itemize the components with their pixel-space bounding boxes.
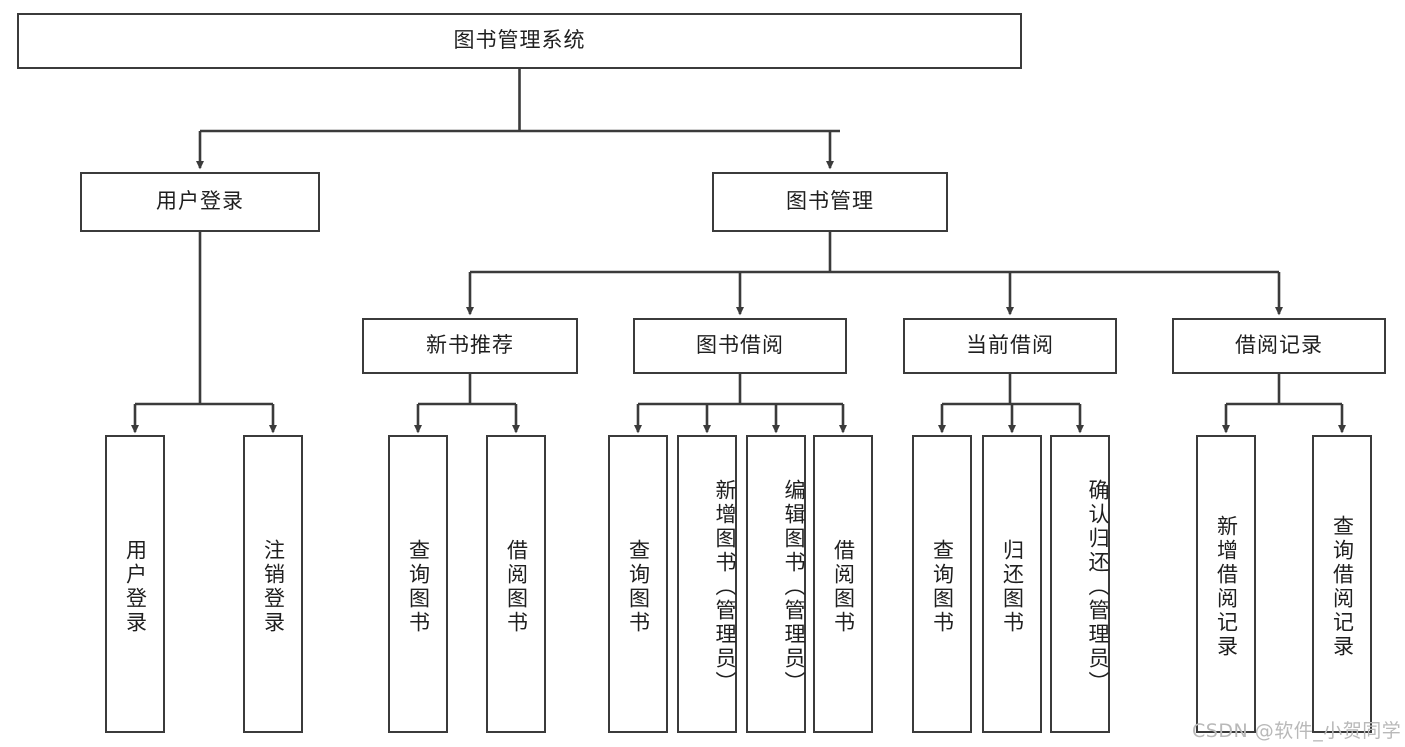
leaf-label: 确认归还（管理员） bbox=[1086, 479, 1110, 695]
leaf-label: 查询图书 bbox=[406, 539, 431, 635]
leaf-label: 用户登录 bbox=[123, 539, 148, 635]
node-book-management[interactable]: 图书管理 bbox=[712, 172, 948, 232]
leaf-user-login[interactable]: 用户登录 bbox=[105, 435, 165, 733]
node-new-book-recommend[interactable]: 新书推荐 bbox=[362, 318, 578, 374]
leaf-label: 编辑图书（管理员） bbox=[782, 479, 806, 695]
leaf-borrow-book-recommend[interactable]: 借阅图书 bbox=[486, 435, 546, 733]
leaf-borrow-book[interactable]: 借阅图书 bbox=[813, 435, 873, 733]
node-book-borrow[interactable]: 图书借阅 bbox=[633, 318, 847, 374]
leaf-label: 查询借阅记录 bbox=[1330, 515, 1355, 659]
leaf-query-book-current[interactable]: 查询图书 bbox=[912, 435, 972, 733]
leaf-query-book-borrow[interactable]: 查询图书 bbox=[608, 435, 668, 733]
leaf-label: 新增图书（管理员） bbox=[713, 479, 737, 695]
leaf-add-book-admin[interactable]: 新增图书（管理员） bbox=[677, 435, 737, 733]
leaf-label: 查询图书 bbox=[930, 539, 955, 635]
node-current-borrow[interactable]: 当前借阅 bbox=[903, 318, 1117, 374]
node-label: 图书管理系统 bbox=[453, 28, 586, 53]
csdn-watermark: CSDN @软件_小贺同学 bbox=[1192, 720, 1402, 742]
leaf-label: 查询图书 bbox=[626, 539, 651, 635]
leaf-label: 借阅图书 bbox=[831, 539, 856, 635]
leaf-add-borrow-record[interactable]: 新增借阅记录 bbox=[1196, 435, 1256, 733]
node-borrow-record[interactable]: 借阅记录 bbox=[1172, 318, 1386, 374]
leaf-label: 归还图书 bbox=[1000, 539, 1025, 635]
leaf-label: 注销登录 bbox=[261, 539, 286, 635]
leaf-query-borrow-record[interactable]: 查询借阅记录 bbox=[1312, 435, 1372, 733]
leaf-edit-book-admin[interactable]: 编辑图书（管理员） bbox=[746, 435, 806, 733]
leaf-query-book-recommend[interactable]: 查询图书 bbox=[388, 435, 448, 733]
leaf-confirm-return-admin[interactable]: 确认归还（管理员） bbox=[1050, 435, 1110, 733]
node-label: 图书借阅 bbox=[696, 333, 784, 358]
leaf-logout-login[interactable]: 注销登录 bbox=[243, 435, 303, 733]
node-label: 借阅记录 bbox=[1235, 333, 1323, 358]
leaf-label: 新增借阅记录 bbox=[1214, 515, 1239, 659]
node-label: 新书推荐 bbox=[426, 333, 514, 358]
node-label: 图书管理 bbox=[786, 189, 874, 214]
leaf-return-book[interactable]: 归还图书 bbox=[982, 435, 1042, 733]
node-root-book-management-system[interactable]: 图书管理系统 bbox=[17, 13, 1022, 69]
leaf-label: 借阅图书 bbox=[504, 539, 529, 635]
node-label: 用户登录 bbox=[156, 189, 244, 214]
node-user-login[interactable]: 用户登录 bbox=[80, 172, 320, 232]
node-label: 当前借阅 bbox=[966, 333, 1054, 358]
